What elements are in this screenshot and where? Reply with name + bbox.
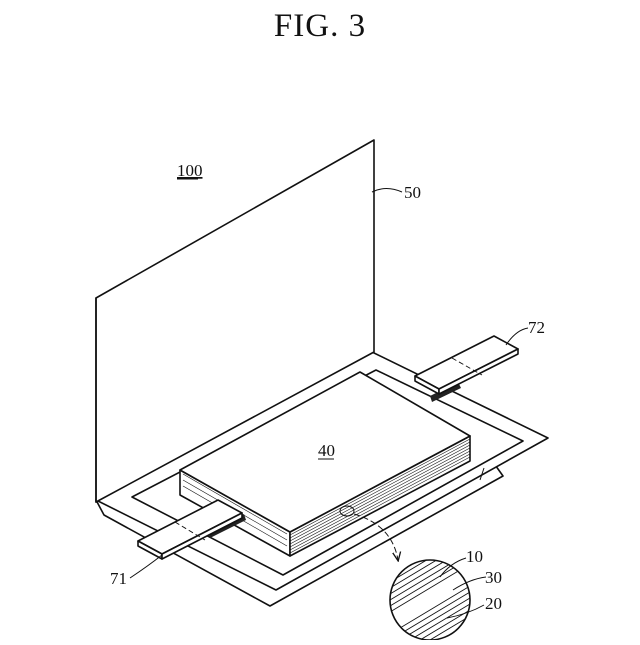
label-72: 72 (528, 318, 545, 337)
label-20: 20 (485, 594, 502, 613)
label-50: 50 (404, 183, 421, 202)
tab-72 (415, 336, 518, 394)
label-40: 40 (318, 441, 335, 460)
label-10: 10 (466, 547, 483, 566)
label-71: 71 (110, 569, 127, 588)
label-30: 30 (485, 568, 502, 587)
label-100: 100 (177, 161, 203, 180)
figure-title: FIG. 3 (0, 8, 640, 45)
